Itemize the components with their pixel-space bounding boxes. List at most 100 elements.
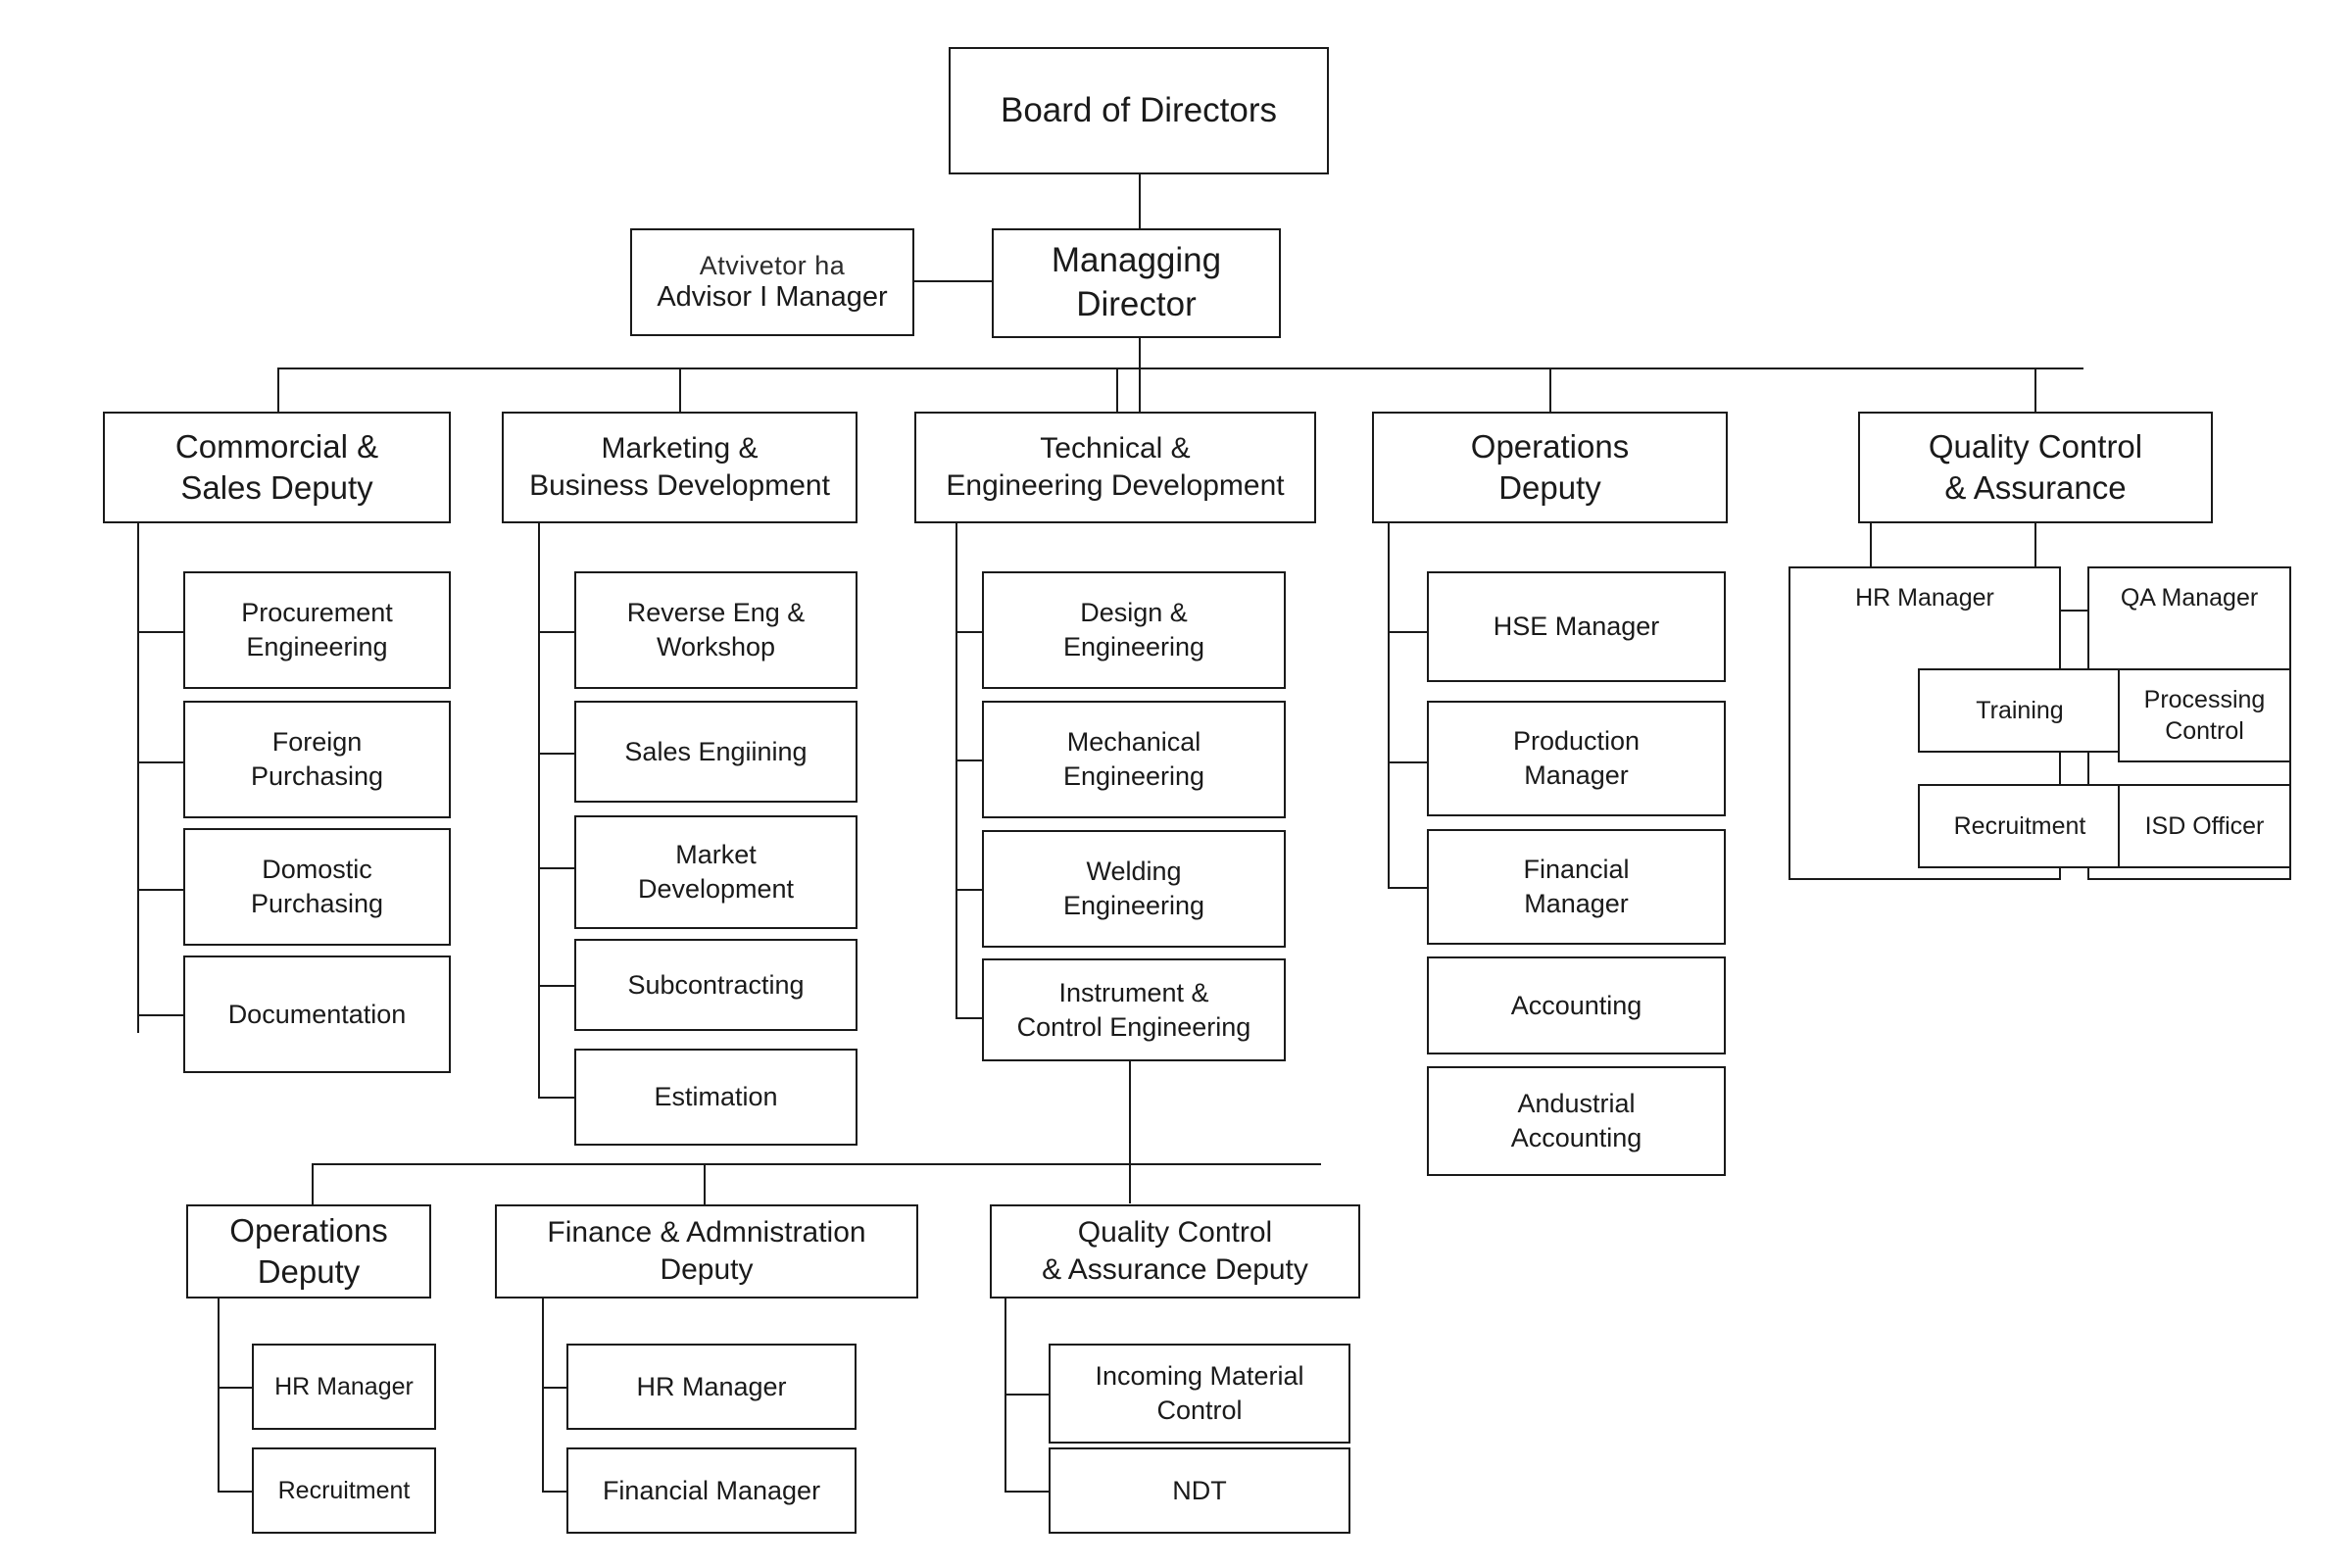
node-advisor-manager[interactable]: Atvivetor ha Advisor I Manager [630, 228, 914, 336]
node-managing-director[interactable]: Managging Director [992, 228, 1281, 338]
advisor-label-overlay: Atvivetor ha [699, 251, 846, 281]
node-processing-control[interactable]: Processing Control [2118, 668, 2291, 762]
node-label: Financial Manager [1523, 855, 1630, 918]
node-label: Processing Control [2143, 686, 2266, 745]
node-label: Subcontracting [627, 969, 805, 1000]
node-label: Operations Deputy [229, 1211, 388, 1290]
node-accounting[interactable]: Accounting [1427, 956, 1726, 1054]
stub-qc-incoming [1004, 1394, 1049, 1396]
stub-qc-ndt [1004, 1491, 1049, 1493]
node-technical-engineering-development[interactable]: Technical & Engineering Development [914, 412, 1316, 523]
node-hr-manager-operations-2[interactable]: HR Manager [252, 1344, 436, 1430]
node-isd-officer[interactable]: ISD Officer [2118, 784, 2291, 868]
stub-finance-financial [542, 1491, 567, 1493]
node-incoming-material-control[interactable]: Incoming Material Control [1049, 1344, 1350, 1444]
connector-bottom-bus-to-finance [704, 1163, 706, 1204]
node-operations-deputy-2[interactable]: Operations Deputy [186, 1204, 431, 1298]
node-procurement-engineering[interactable]: Procurement Engineering [183, 571, 451, 689]
node-financial-manager-finance[interactable]: Financial Manager [566, 1447, 857, 1534]
node-industrial-accounting[interactable]: Andustrial Accounting [1427, 1066, 1726, 1176]
advisor-text-stack: Atvivetor ha Advisor I Manager [638, 232, 906, 332]
connector-main-bus [277, 368, 2083, 369]
node-label: NDT [1172, 1475, 1227, 1505]
stub-commercial-4 [137, 1014, 185, 1016]
node-market-development[interactable]: Market Development [574, 815, 858, 929]
node-quality-control-assurance[interactable]: Quality Control & Assurance [1858, 412, 2213, 523]
stub-technical-4 [956, 1017, 983, 1019]
node-label: Incoming Material Control [1095, 1361, 1304, 1425]
connector-advisor-to-md [911, 280, 992, 282]
spine-ops2 [218, 1298, 220, 1493]
stub-technical-3 [956, 889, 983, 891]
connector-bus-to-technical [1116, 368, 1118, 412]
stub-technical-2 [956, 760, 983, 761]
node-ndt[interactable]: NDT [1049, 1447, 1350, 1534]
spine-commercial [137, 523, 139, 1033]
spine-qc-deputy [1004, 1298, 1006, 1493]
node-label: Managging Director [1051, 241, 1222, 323]
node-label: HSE Manager [1493, 612, 1660, 642]
stub-marketing-2 [538, 753, 575, 755]
stub-ops2-hr [218, 1387, 253, 1389]
node-label: Sales Engiining [624, 736, 808, 766]
node-label: HR Manager [636, 1371, 787, 1401]
node-label: Quality Control & Assurance Deputy [1042, 1215, 1308, 1286]
node-documentation[interactable]: Documentation [183, 956, 451, 1073]
node-foreign-purchasing[interactable]: Foreign Purchasing [183, 701, 451, 818]
node-quality-control-assurance-deputy[interactable]: Quality Control & Assurance Deputy [990, 1204, 1360, 1298]
node-instrument-control-engineering[interactable]: Instrument & Control Engineering [982, 958, 1286, 1061]
node-label: HR Manager [274, 1373, 414, 1400]
node-estimation[interactable]: Estimation [574, 1049, 858, 1146]
node-label: Foreign Purchasing [250, 727, 384, 791]
node-sales-engineering[interactable]: Sales Engiining [574, 701, 858, 803]
stub-commercial-2 [137, 761, 185, 763]
node-recruitment-quality[interactable]: Recruitment [1918, 784, 2122, 868]
node-label: Mechanical Engineering [1062, 727, 1205, 791]
node-hr-manager-finance[interactable]: HR Manager [566, 1344, 857, 1430]
node-subcontracting[interactable]: Subcontracting [574, 939, 858, 1031]
spine-technical [956, 523, 957, 1019]
node-board-of-directors[interactable]: Board of Directors [949, 47, 1329, 174]
node-label: Documentation [227, 999, 407, 1029]
node-label: Design & Engineering [1062, 598, 1205, 662]
node-operations-deputy[interactable]: Operations Deputy [1372, 412, 1728, 523]
node-hse-manager[interactable]: HSE Manager [1427, 571, 1726, 682]
stub-operations-1 [1388, 631, 1427, 633]
node-domestic-purchasing[interactable]: Domostic Purchasing [183, 828, 451, 946]
node-label: Technical & Engineering Development [946, 431, 1285, 502]
node-marketing-business-development[interactable]: Marketing & Business Development [502, 412, 858, 523]
node-financial-manager-operations[interactable]: Financial Manager [1427, 829, 1726, 945]
stub-operations-2 [1388, 761, 1427, 763]
stub-marketing-4 [538, 985, 575, 987]
node-label: Accounting [1510, 990, 1642, 1020]
node-label: Training [1976, 697, 2064, 724]
node-design-engineering[interactable]: Design & Engineering [982, 571, 1286, 689]
node-recruitment-operations-2[interactable]: Recruitment [252, 1447, 436, 1534]
spine-operations [1388, 523, 1390, 888]
stub-commercial-3 [137, 889, 185, 891]
node-label: Recruitment [1953, 812, 2086, 840]
node-training[interactable]: Training [1918, 668, 2122, 753]
stub-finance-hr [542, 1387, 567, 1389]
node-label: Instrument & Control Engineering [1016, 977, 1251, 1042]
node-label: Marketing & Business Development [529, 431, 830, 502]
stub-ops2-recruitment [218, 1491, 253, 1493]
node-label: Operations Deputy [1470, 427, 1630, 506]
node-welding-engineering[interactable]: Welding Engineering [982, 830, 1286, 948]
connector-quality-split [2034, 610, 2089, 612]
node-label: Finance & Admnistration Deputy [547, 1215, 866, 1286]
stub-marketing-3 [538, 867, 575, 869]
node-production-manager[interactable]: Production Manager [1427, 701, 1726, 816]
stub-technical-1 [956, 631, 983, 633]
node-finance-administration-deputy[interactable]: Finance & Admnistration Deputy [495, 1204, 918, 1298]
connector-bus-to-operations [1549, 368, 1551, 412]
node-label: ISD Officer [2144, 812, 2265, 840]
node-label: Procurement Engineering [241, 598, 393, 662]
node-mechanical-engineering[interactable]: Mechanical Engineering [982, 701, 1286, 818]
advisor-label-main: Advisor I Manager [657, 280, 888, 313]
node-label: Reverse Eng & Workshop [626, 598, 806, 662]
node-commercial-sales-deputy[interactable]: Commorcial & Sales Deputy [103, 412, 451, 523]
node-label: Quality Control & Assurance [1928, 427, 2143, 506]
node-reverse-eng-workshop[interactable]: Reverse Eng & Workshop [574, 571, 858, 689]
node-label: Market Development [637, 840, 795, 904]
